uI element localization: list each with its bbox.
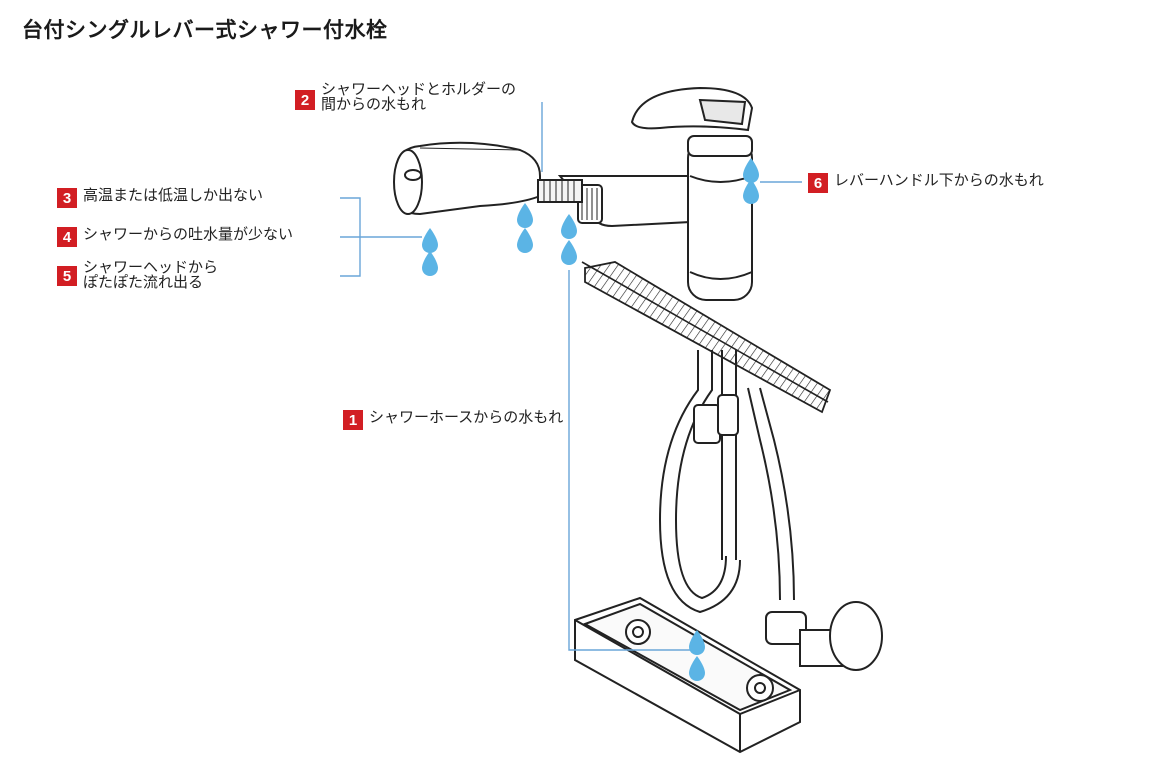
water-drop-icon (517, 228, 533, 253)
callout-text: 高温または低温しか出ない (83, 186, 264, 204)
water-drop-icon (422, 251, 438, 276)
water-drop-icon (517, 203, 533, 228)
callout-number-badge: 6 (808, 173, 828, 193)
callout-number-badge: 3 (57, 188, 77, 208)
callout-text: シャワーヘッドから (83, 258, 219, 276)
water-drop-icon (561, 214, 577, 239)
callout-1: 1 シャワーホースからの水もれ (343, 410, 563, 430)
stop-valves (625, 601, 883, 702)
callout-number-badge: 4 (57, 227, 77, 247)
shower-head (393, 141, 583, 216)
countertop (581, 261, 832, 414)
callout-2: 2 シャワーヘッドとホルダーの 間からの水もれ (295, 82, 516, 112)
callout-text: シャワーヘッドとホルダーの (321, 80, 517, 98)
water-drop-icon (689, 656, 705, 681)
callout-number-badge: 1 (343, 410, 363, 430)
callout-text: シャワーからの吐水量が少ない (83, 225, 294, 243)
leader-lines (340, 102, 802, 651)
water-drop-icon (743, 179, 759, 204)
water-drop-icon (422, 228, 438, 253)
callout-text: シャワーホースからの水もれ (369, 408, 564, 426)
callout-3: 3 高温または低温しか出ない (57, 188, 263, 208)
callout-number-badge: 5 (57, 266, 77, 286)
callout-text: ぽたぽた流れ出る (83, 273, 204, 291)
lever-handle (630, 86, 754, 157)
callout-text: レバーハンドル下からの水もれ (834, 171, 1044, 189)
under-sink-hoses (658, 350, 795, 614)
callout-number-badge: 2 (295, 90, 315, 110)
water-drop-icon (743, 158, 759, 183)
callout-text: 間からの水もれ (321, 95, 427, 113)
callout-5: 5 シャワーヘッドから ぽたぽた流れ出る (57, 260, 218, 290)
callout-4: 4 シャワーからの吐水量が少ない (57, 227, 293, 247)
water-drops (422, 158, 759, 681)
water-drop-icon (561, 240, 577, 265)
page-title: 台付シングルレバー式シャワー付水栓 (22, 18, 388, 42)
callout-6: 6 レバーハンドル下からの水もれ (808, 173, 1044, 193)
water-drop-icon (689, 630, 705, 655)
